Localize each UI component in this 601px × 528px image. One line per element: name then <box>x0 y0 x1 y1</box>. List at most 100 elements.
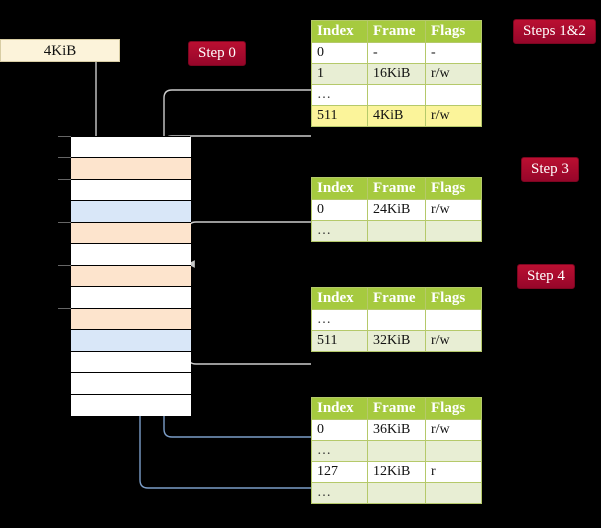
memory-frame-11 <box>71 373 191 395</box>
cell-frame: 16KiB <box>367 63 426 85</box>
column-header-index: Index <box>311 287 368 310</box>
cell-flags: r/w <box>425 330 482 352</box>
badge-step-4-label: Step 4 <box>527 268 565 284</box>
cell-frame <box>367 84 426 106</box>
column-header-flags: Flags <box>425 287 482 310</box>
cell-index: … <box>311 309 368 331</box>
column-header-frame: Frame <box>367 20 426 43</box>
table-row: … <box>311 440 482 462</box>
memory-frame-12 <box>71 394 191 416</box>
badge-step-3-label: Step 3 <box>531 161 569 177</box>
column-header-index: Index <box>311 20 368 43</box>
physical-memory-strip <box>70 136 191 416</box>
cell-frame <box>367 309 426 331</box>
memory-frame-9 <box>71 330 191 352</box>
cell-index: … <box>311 482 368 504</box>
cell-flags: r/w <box>425 419 482 441</box>
memory-tick-1 <box>58 157 71 159</box>
column-header-index: Index <box>311 177 368 200</box>
cell-frame: 4KiB <box>367 105 426 127</box>
ellipsis: … <box>317 223 332 238</box>
memory-frame-2 <box>71 179 191 202</box>
column-header-flags: Flags <box>425 397 482 420</box>
ellipsis: … <box>317 312 332 327</box>
memory-frame-3 <box>71 201 191 223</box>
cell-index: 511 <box>311 330 368 352</box>
cell-index: 0 <box>311 419 368 441</box>
cell-index: … <box>311 440 368 462</box>
memory-frame-7 <box>71 287 191 309</box>
table-row: … <box>311 309 482 331</box>
cell-index: 127 <box>311 461 368 483</box>
cell-flags: r/w <box>425 105 482 127</box>
ellipsis: … <box>317 443 332 458</box>
cell-flags <box>425 440 482 462</box>
page-box-label: 4KiB <box>43 43 77 59</box>
table-row: 0-- <box>311 42 482 64</box>
badge-steps-1-2-label: Steps 1&2 <box>523 23 586 39</box>
table-row: … <box>311 482 482 504</box>
cell-frame: 32KiB <box>367 330 426 352</box>
badge-step-3: Step 3 <box>521 157 579 182</box>
cell-frame <box>367 220 426 242</box>
page-box-4kib: 4KiB <box>0 39 120 62</box>
cell-flags: r <box>425 461 482 483</box>
cell-index: 0 <box>311 199 368 221</box>
cell-frame: 36KiB <box>367 419 426 441</box>
memory-frame-1 <box>71 158 191 180</box>
cell-frame <box>367 482 426 504</box>
cell-frame <box>367 440 426 462</box>
badge-steps-1-2: Steps 1&2 <box>513 19 596 44</box>
cell-flags <box>425 84 482 106</box>
badge-step-0: Step 0 <box>188 41 246 66</box>
cell-frame: 12KiB <box>367 461 426 483</box>
cell-flags: r/w <box>425 199 482 221</box>
cell-flags <box>425 309 482 331</box>
column-header-frame: Frame <box>367 397 426 420</box>
cell-index: … <box>311 84 368 106</box>
memory-tick-8 <box>58 307 71 309</box>
memory-tick-4 <box>58 221 71 223</box>
ellipsis: … <box>317 485 332 500</box>
badge-step-0-label: Step 0 <box>198 45 236 61</box>
cell-frame: - <box>367 42 426 64</box>
memory-frame-5 <box>71 244 191 266</box>
memory-tick-2 <box>58 178 71 180</box>
ellipsis: … <box>317 87 332 102</box>
column-header-index: Index <box>311 397 368 420</box>
cell-index: 511 <box>311 105 368 127</box>
cell-index: 0 <box>311 42 368 64</box>
memory-frame-0 <box>71 137 191 159</box>
memory-tick-0 <box>58 136 71 137</box>
column-header-frame: Frame <box>367 287 426 310</box>
column-header-flags: Flags <box>425 177 482 200</box>
cell-frame: 24KiB <box>367 199 426 221</box>
column-header-flags: Flags <box>425 20 482 43</box>
cell-index: 1 <box>311 63 368 85</box>
memory-tick-6 <box>58 264 71 266</box>
memory-frame-4 <box>71 222 191 245</box>
memory-frame-8 <box>71 308 191 331</box>
table-row: … <box>311 84 482 106</box>
cell-flags: - <box>425 42 482 64</box>
column-header-frame: Frame <box>367 177 426 200</box>
badge-step-4: Step 4 <box>517 264 575 289</box>
cell-index: … <box>311 220 368 242</box>
cell-flags <box>425 220 482 242</box>
memory-frame-10 <box>71 351 191 374</box>
